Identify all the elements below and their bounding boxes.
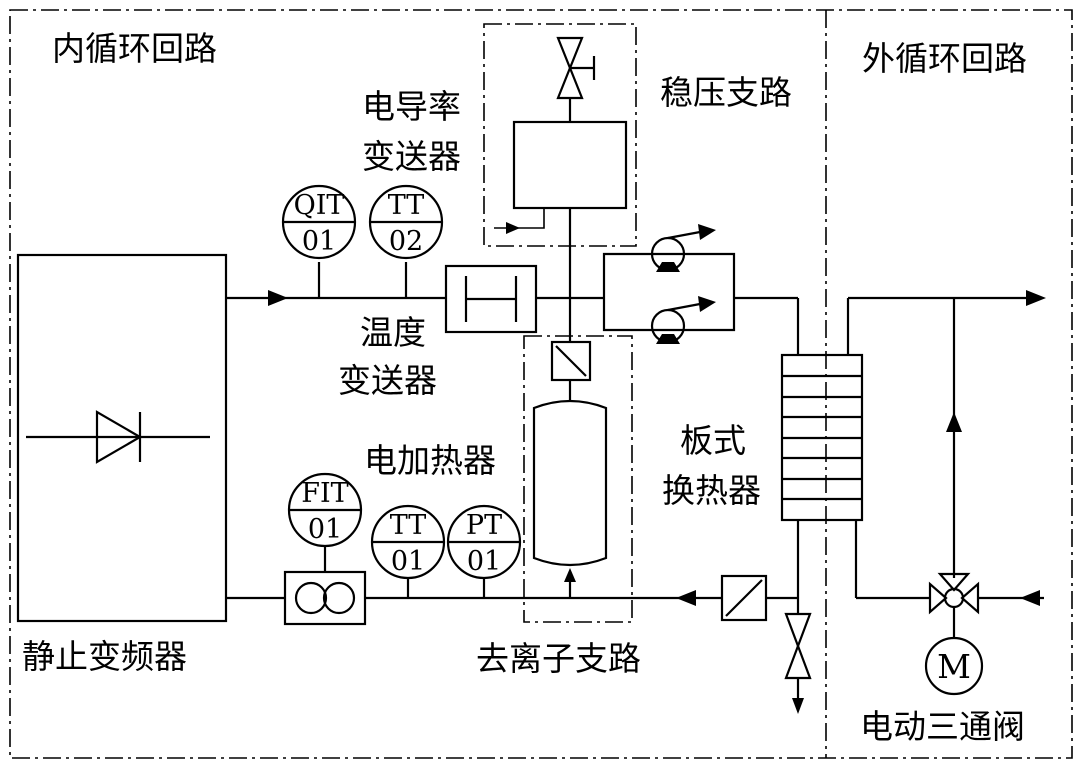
conductivity-label: 电导率: [362, 87, 461, 126]
pump-group: [602, 224, 736, 344]
converter-label: 静止变频器: [22, 637, 187, 676]
pump-icon: [650, 296, 716, 344]
pressure-branch: [494, 36, 628, 298]
instrument-number: 01: [391, 546, 425, 577]
instrument-tt01: TT 01: [370, 504, 446, 580]
outer-loop: M: [846, 290, 1046, 696]
plate-exchanger-label-2: 换热器: [662, 471, 761, 510]
instrument-number: 01: [467, 546, 501, 577]
pump-icon: [650, 224, 716, 272]
instrument-number: 02: [389, 226, 423, 257]
inner-loop-label: 内循环回路: [52, 29, 217, 68]
return-pipe: [226, 520, 812, 714]
labels: 内循环回路 外循环回路 稳压支路 电导率 变送器 温度 变送器 电加热器 板式 …: [22, 29, 1027, 746]
pressure-branch-label: 稳压支路: [660, 73, 792, 112]
instrument-tt02: TT 02: [368, 184, 444, 260]
deion-branch-label: 去离子支路: [476, 639, 641, 678]
plate-exchanger-label: 板式: [680, 421, 746, 460]
conductivity-label-2: 变送器: [362, 137, 461, 176]
instrument-tag: TT: [390, 510, 427, 541]
inlet-arrow: [494, 208, 545, 229]
instrument-tag: PT: [466, 510, 502, 541]
outer-loop-label: 外循环回路: [862, 39, 1027, 78]
temperature-label: 温度: [360, 313, 426, 352]
filter: [444, 264, 538, 334]
instrument-stems: [317, 262, 486, 598]
valve-icon: [556, 36, 596, 100]
plate-heat-exchanger: [780, 353, 864, 522]
deion-branch: [532, 298, 608, 598]
flow-meter: [283, 570, 367, 626]
instrument-tag: QIT: [294, 190, 345, 221]
instrument-fit01: FIT 01: [287, 472, 363, 548]
temperature-label-2: 变送器: [338, 361, 437, 400]
instrument-qit01: QIT 01: [281, 184, 357, 260]
heater-label: 电加热器: [364, 441, 496, 480]
static-frequency-converter: [16, 253, 228, 623]
instrument-tag: FIT: [301, 478, 348, 509]
instrument-tag: TT: [388, 190, 425, 221]
supply-pipe: [226, 290, 800, 355]
boundary-frames: [9, 9, 1073, 759]
motor-label: M: [937, 647, 971, 686]
three-way-valve-icon: [928, 572, 980, 615]
motor-icon: [924, 636, 984, 696]
instrument-number: 01: [308, 514, 342, 545]
valve3-label: 电动三通阀: [860, 707, 1025, 746]
instrument-number: 01: [302, 226, 336, 257]
instrument-pt01: PT 01: [446, 504, 522, 580]
drain-valve-icon: [784, 612, 812, 680]
